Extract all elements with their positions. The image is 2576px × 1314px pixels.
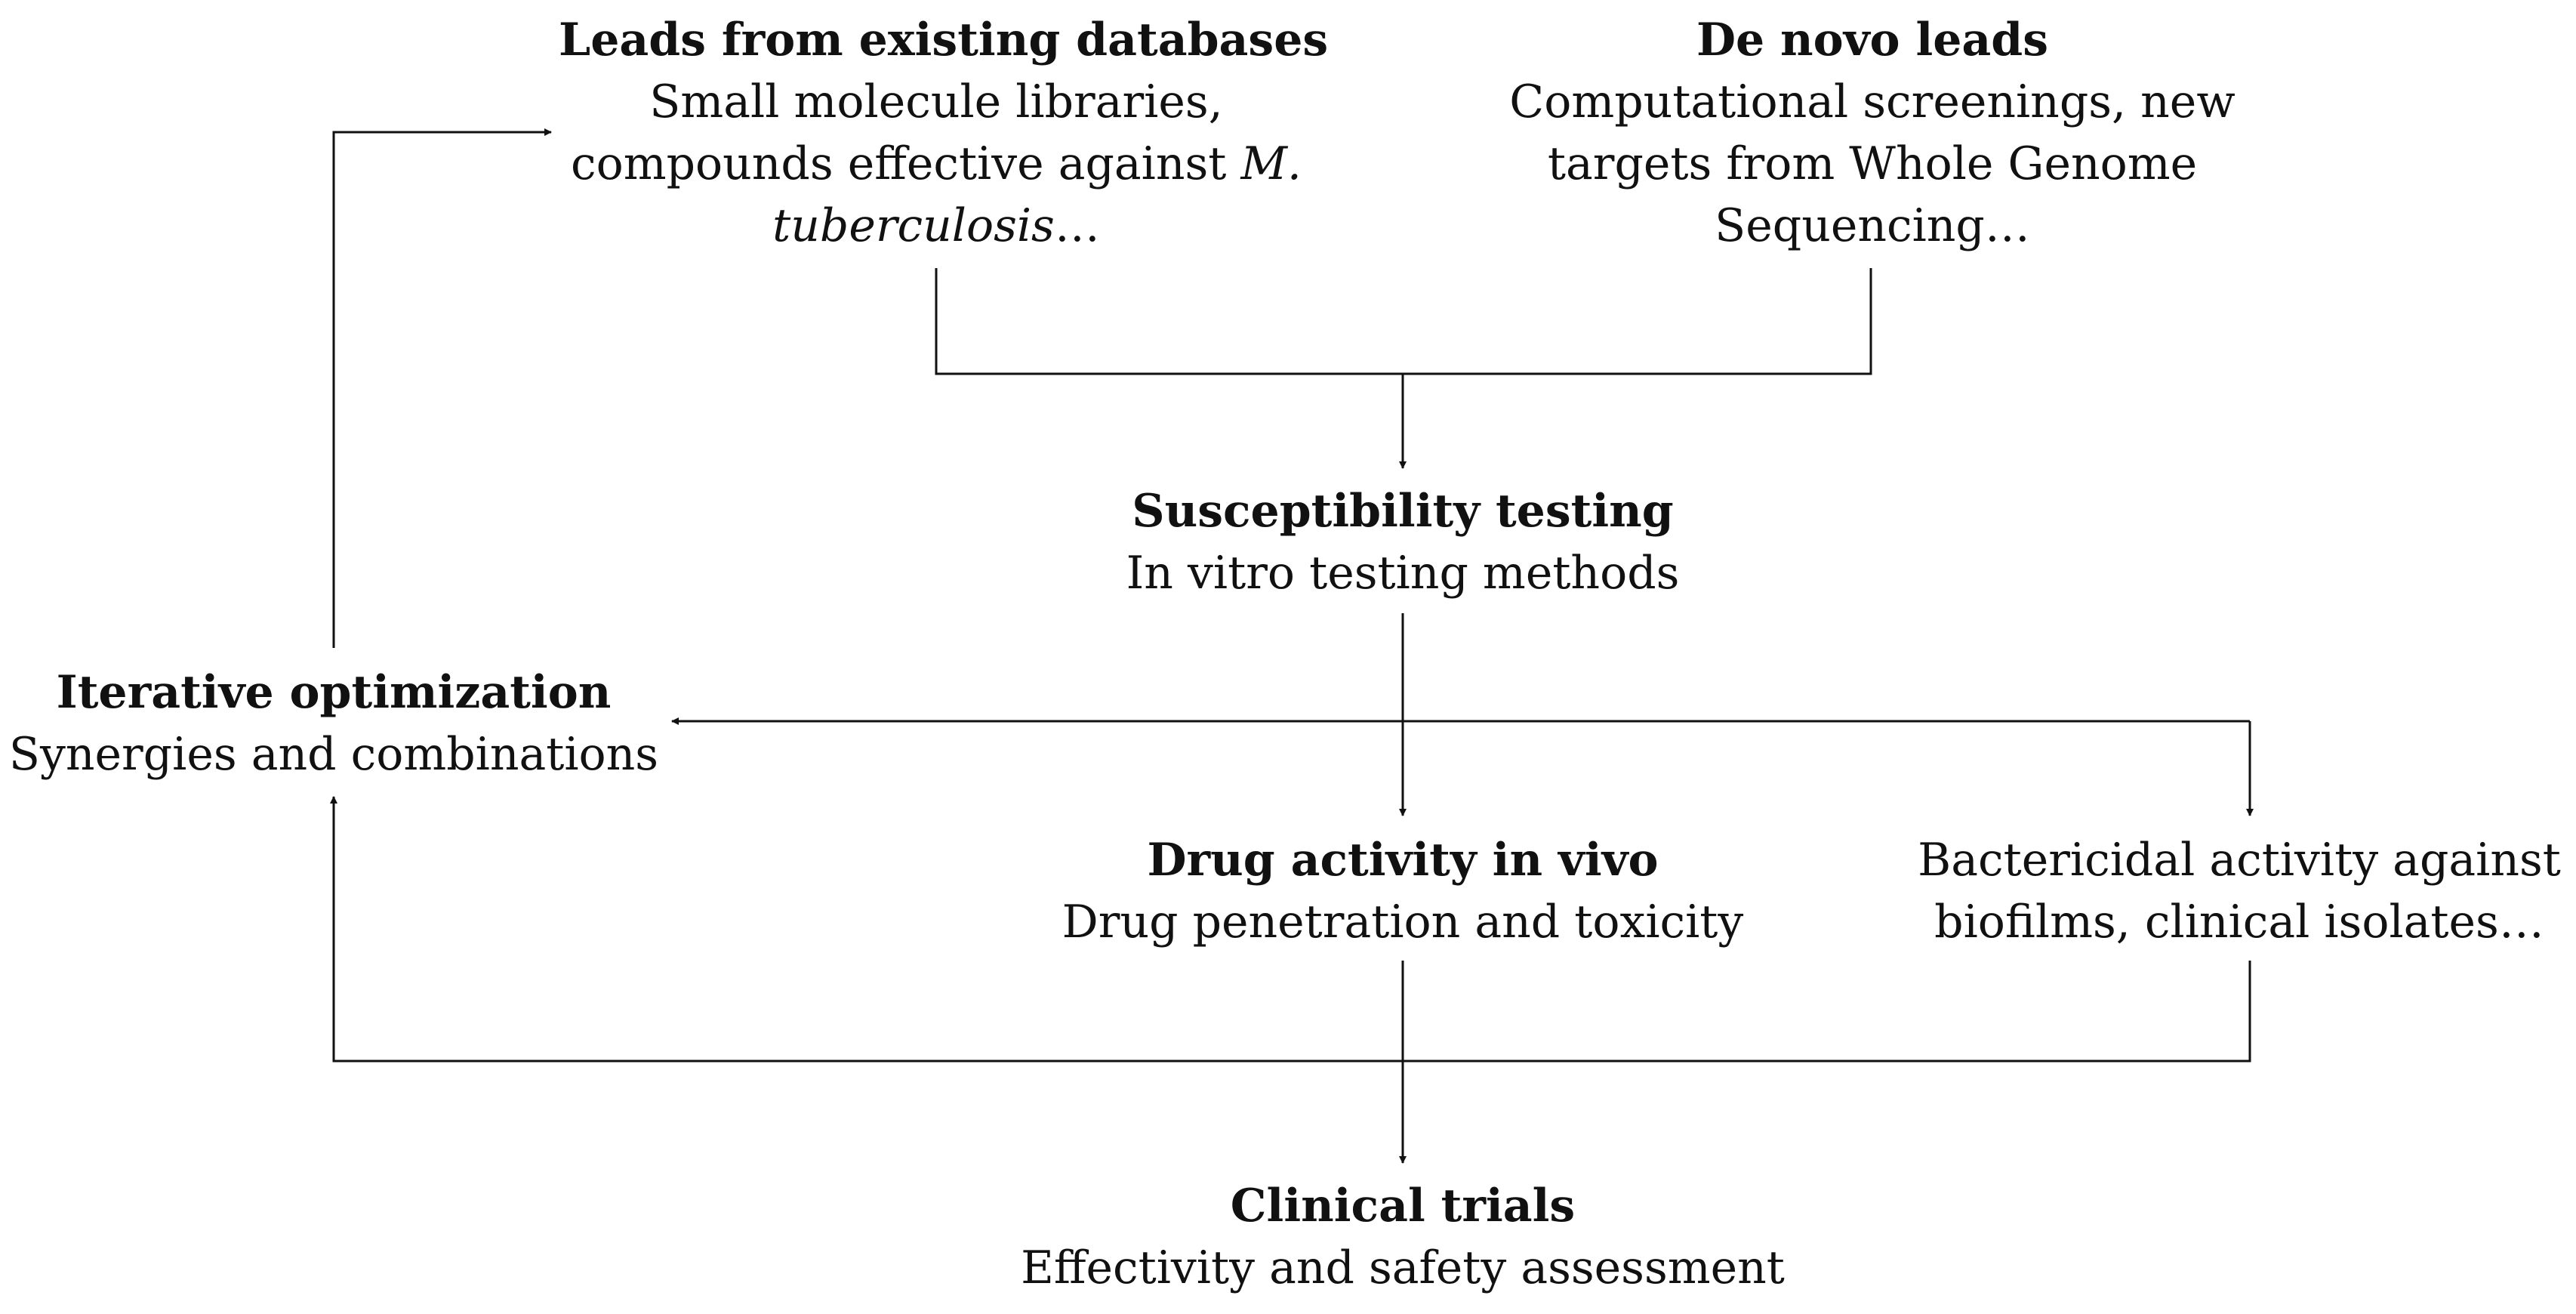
existing-leads-desc-line2: compounds effective against M. (559, 133, 1314, 195)
de-novo-leads-connector (1403, 268, 1872, 375)
susceptibility-desc: In vitro testing methods (1126, 547, 1680, 600)
bactericidal-connector (330, 796, 2251, 1063)
existing-leads-desc-line2-a: compounds effective against (570, 137, 1241, 190)
iterative-desc: Synergies and combinations (8, 728, 659, 781)
in-vivo-desc: Drug penetration and toxicity (1062, 896, 1744, 948)
bactericidal-desc-line2: biofilms, clinical isolates… (1934, 896, 2544, 948)
iterative-node: Iterative optimization Synergies and com… (0, 662, 667, 785)
susceptibility-title: Susceptibility testing (1132, 485, 1674, 538)
de-novo-leads-desc-line3: Sequencing… (1715, 199, 2030, 252)
bactericidal-node: Bactericidal activity against biofilms, … (1903, 829, 2576, 953)
clinical-node: Clinical trials Effectivity and safety a… (988, 1175, 1818, 1299)
existing-leads-desc-line2-b: M. (1240, 137, 1302, 190)
de-novo-leads-desc-line2: targets from Whole Genome (1547, 137, 2198, 190)
bactericidal-desc-line1: Bactericidal activity against (1918, 834, 2561, 887)
susceptibility-node: Susceptibility testing In vitro testing … (1063, 480, 1742, 604)
existing-leads-desc-line1: Small molecule libraries, (649, 76, 1223, 128)
de-novo-leads-title: De novo leads (1696, 14, 2049, 66)
existing-leads-node: Leads from existing databases Small mole… (559, 9, 1329, 257)
iterative-to-leads-arrow (332, 128, 552, 648)
clinical-title: Clinical trials (1230, 1180, 1576, 1232)
existing-leads-desc-line3-a: tuberculosis (772, 199, 1055, 252)
de-novo-leads-desc-line1: Computational screenings, new (1509, 76, 2236, 128)
iterative-title: Iterative optimization (56, 666, 612, 719)
in-vivo-title: Drug activity in vivo (1147, 834, 1659, 887)
in-vivo-node: Drug activity in vivo Drug penetration a… (1033, 829, 1773, 953)
de-novo-leads-node: De novo leads Computational screenings, … (1495, 9, 2250, 257)
existing-leads-connector (935, 268, 1403, 375)
existing-leads-desc-line3: tuberculosis… (559, 195, 1314, 257)
clinical-desc: Effectivity and safety assessment (1021, 1242, 1785, 1294)
existing-leads-title: Leads from existing databases (559, 14, 1329, 66)
existing-leads-desc-line3-b: … (1054, 199, 1100, 252)
